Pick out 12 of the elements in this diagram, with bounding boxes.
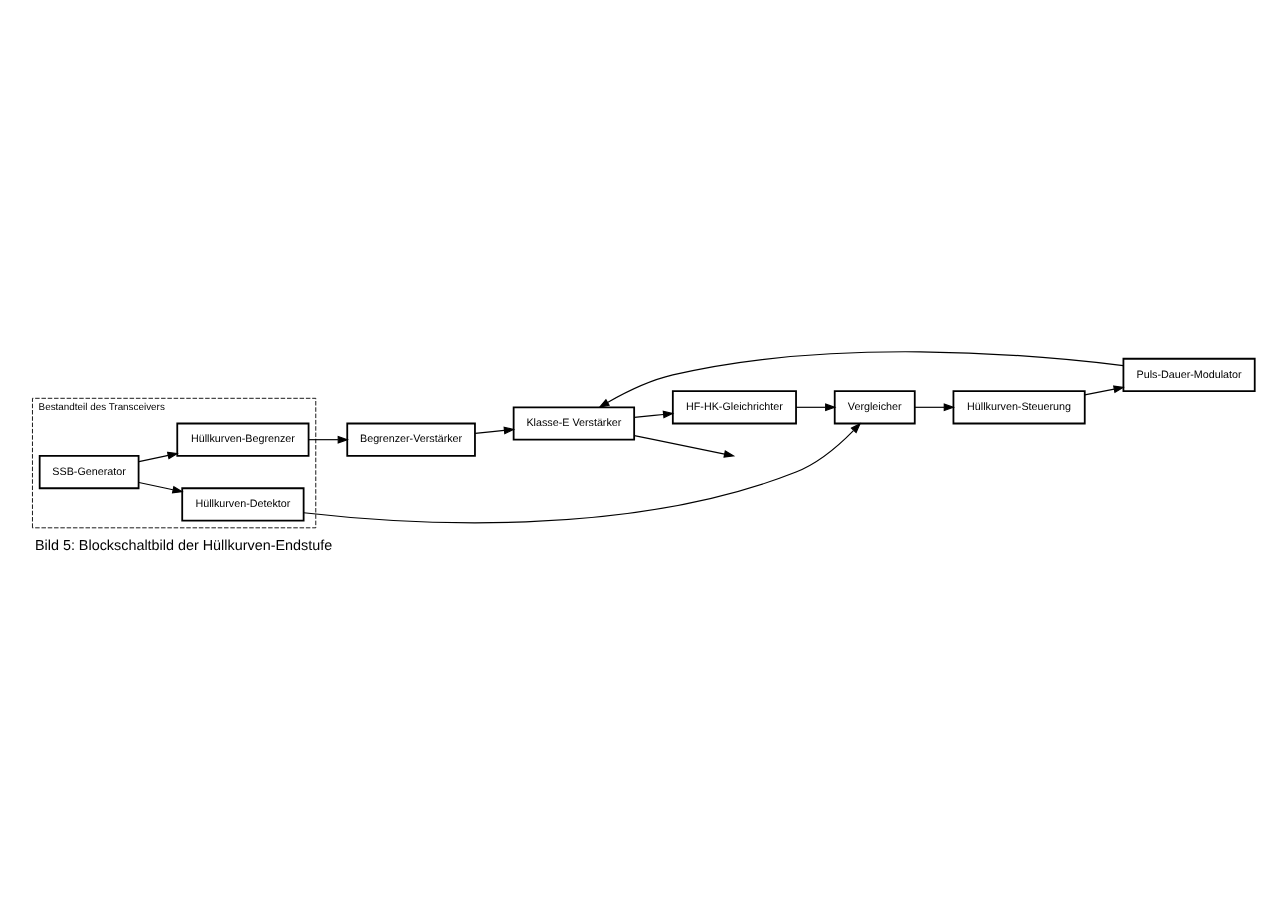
arrow — [914, 402, 956, 411]
arrow — [308, 434, 349, 443]
arrow — [1084, 384, 1125, 395]
arrow — [138, 450, 179, 462]
arrow — [474, 425, 516, 434]
arrow — [795, 402, 837, 411]
arrow — [598, 350, 1124, 407]
arrow — [303, 421, 862, 523]
caption: Bild 5: Blockschaltbild der Hüllkurven-Endstufe — [34, 535, 333, 554]
arrow — [633, 434, 736, 457]
arrow — [138, 480, 184, 493]
arrow — [633, 409, 675, 418]
